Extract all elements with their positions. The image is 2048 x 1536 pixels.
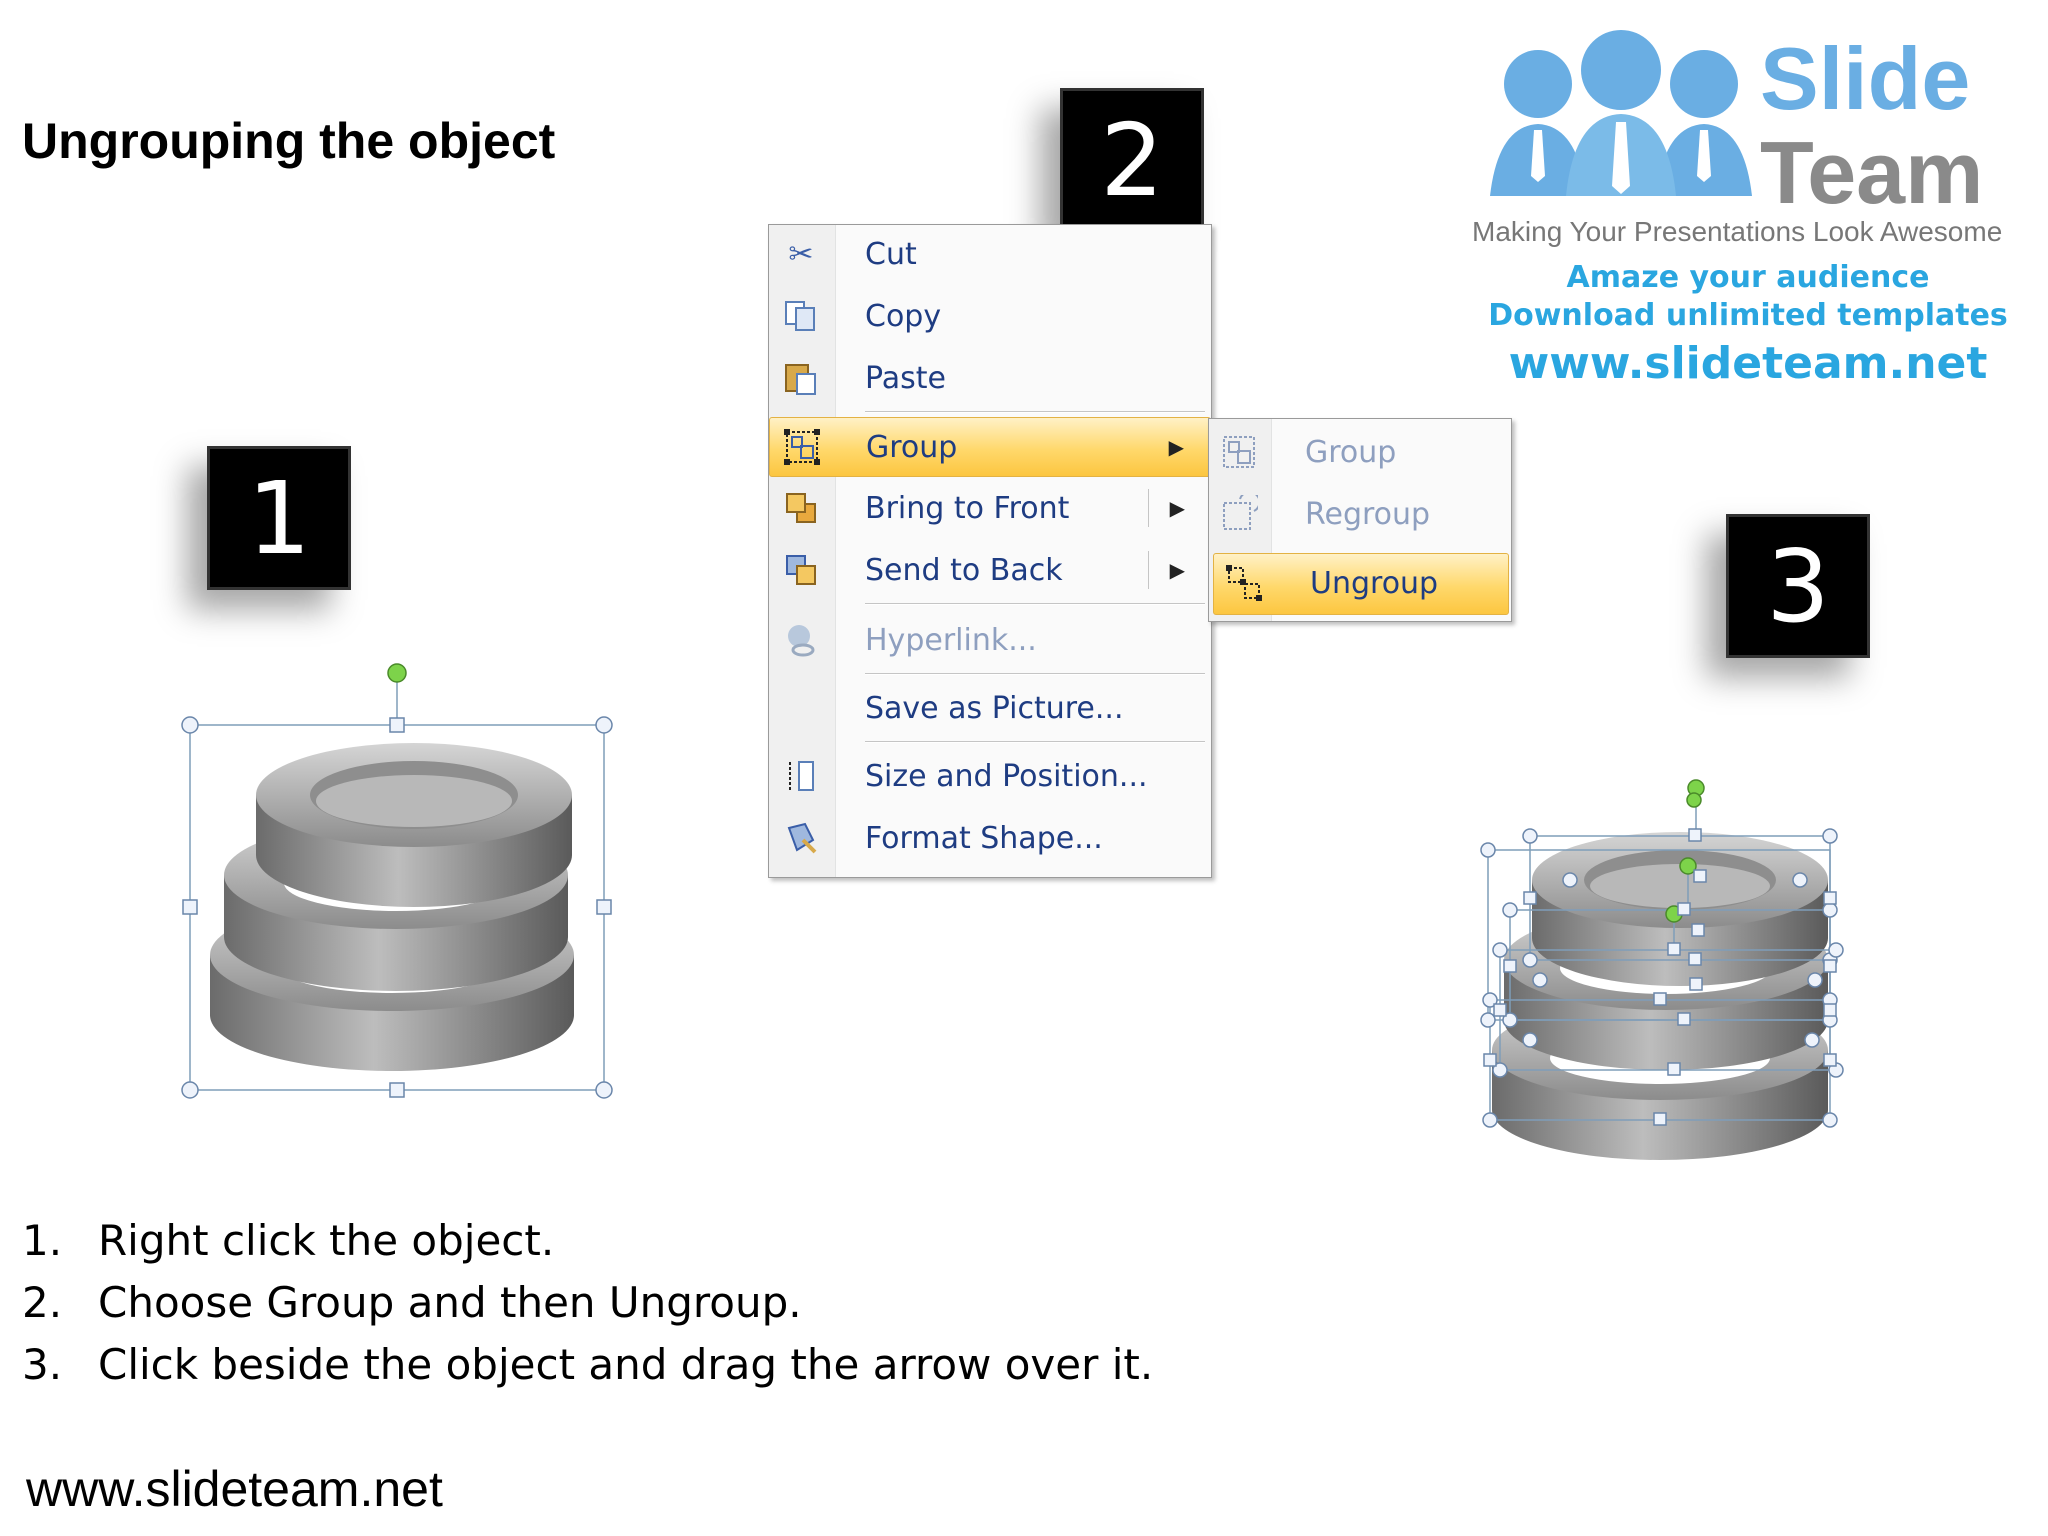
- size-position-icon: [781, 756, 821, 796]
- logo-promo-line-2: Download unlimited templates: [1488, 298, 2008, 333]
- copy-icon: [781, 296, 821, 336]
- submenu-item-ungroup[interactable]: Ungroup: [1213, 553, 1509, 615]
- menu-item-label: Group: [866, 429, 958, 465]
- ring-top: [256, 743, 572, 907]
- instruction-list: 1. Right click the object. 2. Choose Group…: [22, 1210, 1153, 1396]
- menu-item-label: Size and Position...: [865, 758, 1148, 794]
- menu-separator: [865, 411, 1205, 413]
- slideteam-logo: Slide Team Making Your Presentations Loo…: [1468, 20, 2028, 389]
- context-menu: ✂ Cut Copy Paste Group ▶ Bring to Front …: [768, 224, 1212, 878]
- step-2-label: 2: [1100, 101, 1164, 219]
- logo-promo-line-1: Amaze your audience: [1566, 260, 1930, 295]
- submenu-item-regroup[interactable]: Regroup: [1209, 485, 1505, 543]
- bring-to-front-icon: [781, 488, 821, 528]
- submenu-arrow-icon: ▶: [1168, 435, 1184, 459]
- logo-tagline: Making Your Presentations Look Awesome: [1472, 216, 2003, 247]
- instruction-number: 3.: [22, 1340, 63, 1389]
- send-to-back-icon: [781, 550, 821, 590]
- menu-separator: [865, 741, 1205, 743]
- menu-item-group[interactable]: Group ▶: [769, 417, 1211, 477]
- logo-url[interactable]: www.slideteam.net: [1508, 338, 1988, 389]
- menu-item-label: Send to Back: [865, 552, 1063, 588]
- instruction-text: Choose Group and then Ungroup.: [98, 1278, 802, 1327]
- paste-icon: [781, 358, 821, 398]
- step-number-1: 1: [207, 446, 351, 590]
- instruction-item: 3. Click beside the object and drag the a…: [22, 1334, 1153, 1396]
- menu-separator: [865, 673, 1205, 675]
- logo-brand-team: Team: [1760, 123, 1984, 222]
- group-submenu: Group Regroup Ungroup: [1208, 418, 1512, 622]
- scissors-icon: ✂: [788, 236, 814, 272]
- rotation-handle[interactable]: [387, 663, 407, 683]
- split-separator: [1148, 489, 1149, 527]
- hyperlink-icon: [781, 620, 821, 660]
- ungroup-icon: [1224, 563, 1264, 603]
- menu-item-size-and-position[interactable]: Size and Position...: [769, 747, 1211, 805]
- instruction-text: Click beside the object and drag the arr…: [98, 1340, 1154, 1389]
- menu-separator: [865, 603, 1205, 605]
- submenu-arrow-icon[interactable]: ▶: [1169, 558, 1185, 582]
- menu-item-label: Save as Picture...: [865, 690, 1124, 726]
- step-3-label: 3: [1766, 527, 1830, 645]
- regroup-icon: [1219, 494, 1259, 534]
- instruction-item: 1. Right click the object.: [22, 1210, 1153, 1272]
- people-logo-icon: [1490, 30, 1752, 196]
- submenu-arrow-icon[interactable]: ▶: [1169, 496, 1185, 520]
- submenu-item-label: Group: [1305, 435, 1397, 470]
- instruction-number: 1.: [22, 1216, 63, 1265]
- instruction-text: Right click the object.: [98, 1216, 555, 1265]
- step-1-label: 1: [247, 459, 311, 577]
- instruction-number: 2.: [22, 1278, 63, 1327]
- menu-item-save-as-picture[interactable]: Save as Picture...: [769, 679, 1211, 737]
- split-separator: [1148, 551, 1149, 589]
- instruction-item: 2. Choose Group and then Ungroup.: [22, 1272, 1153, 1334]
- menu-item-label: Format Shape...: [865, 820, 1103, 856]
- step-number-3: 3: [1726, 514, 1870, 658]
- menu-item-label: Copy: [865, 298, 942, 334]
- menu-item-label: Cut: [865, 236, 917, 272]
- logo-brand-slide: Slide: [1760, 29, 1971, 128]
- group-icon: [1219, 432, 1259, 472]
- footer-url[interactable]: www.slideteam.net: [26, 1461, 443, 1517]
- menu-item-cut[interactable]: ✂ Cut: [769, 225, 1211, 283]
- menu-item-label: Paste: [865, 360, 946, 396]
- menu-item-send-to-back[interactable]: Send to Back ▶: [769, 541, 1211, 599]
- menu-item-bring-to-front[interactable]: Bring to Front ▶: [769, 479, 1211, 537]
- submenu-item-label: Regroup: [1305, 497, 1431, 532]
- menu-item-label: Hyperlink...: [865, 622, 1037, 658]
- submenu-item-group[interactable]: Group: [1209, 423, 1505, 481]
- resize-handles[interactable]: [1480, 828, 1844, 1128]
- format-shape-icon: [781, 818, 821, 858]
- menu-item-copy[interactable]: Copy: [769, 287, 1211, 345]
- menu-item-label: Bring to Front: [865, 490, 1070, 526]
- slide-title: Ungrouping the object: [22, 113, 556, 169]
- menu-item-hyperlink[interactable]: Hyperlink...: [769, 611, 1211, 669]
- group-icon: [782, 427, 822, 467]
- ungrouped-rings-object[interactable]: [1470, 770, 1890, 1190]
- grouped-rings-object[interactable]: [170, 655, 630, 1115]
- menu-item-paste[interactable]: Paste: [769, 349, 1211, 407]
- step-number-2: 2: [1060, 88, 1204, 232]
- menu-item-format-shape[interactable]: Format Shape...: [769, 809, 1211, 867]
- submenu-item-label: Ungroup: [1310, 566, 1439, 601]
- resize-handles[interactable]: [181, 716, 613, 1099]
- menu-icon-gutter: [769, 225, 836, 877]
